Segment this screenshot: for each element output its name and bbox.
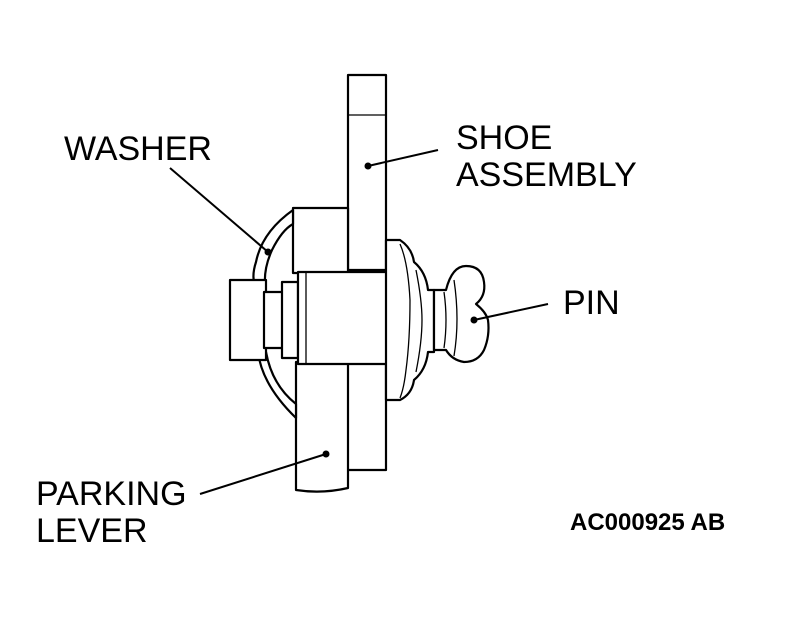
pin-tip: [432, 264, 490, 364]
shoe-assembly-label-line1: SHOE: [456, 119, 552, 157]
parking-lever-leader: [199, 450, 330, 495]
shoe-assembly-label-line2: ASSEMBLY: [456, 156, 637, 194]
parking-lever-label-line1: PARKING: [36, 475, 187, 513]
pin-head: [228, 278, 300, 362]
washer-part: [252, 208, 298, 420]
figure-code: AC000925 AB: [570, 509, 725, 536]
parking-lever-label-line2: LEVER: [36, 512, 148, 550]
washer-leader: [169, 167, 272, 256]
shoe-assembly-plate: [344, 73, 388, 472]
pin-label: PIN: [563, 284, 620, 322]
shoe-assembly-leader: [364, 149, 439, 170]
washer-label: WASHER: [64, 130, 212, 168]
pin-collar: [384, 238, 436, 402]
pin-shaft: [296, 270, 392, 366]
pin-leader: [470, 303, 549, 324]
